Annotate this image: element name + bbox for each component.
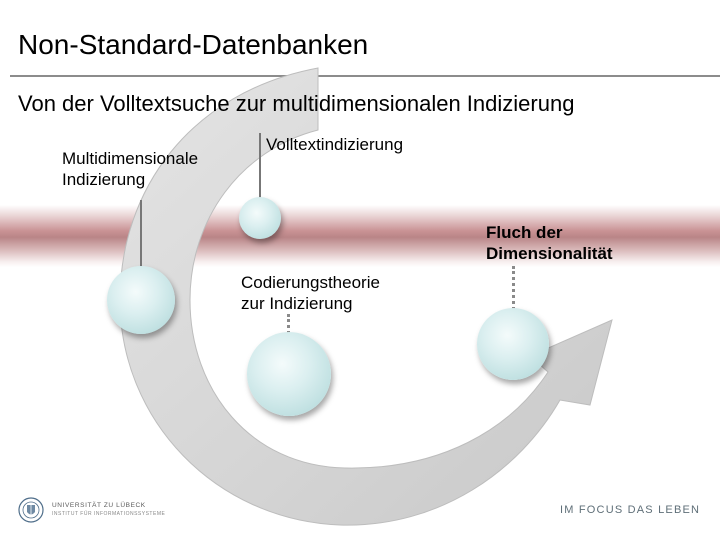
label-codierung-line2: zur Indizierung	[241, 294, 353, 313]
title-divider	[10, 75, 720, 77]
sphere-volltext	[239, 197, 281, 239]
label-fluch-der-dimensionalitaet: Fluch der Dimensionalität	[486, 222, 613, 264]
connector-codierung	[287, 314, 290, 334]
slide-subtitle: Von der Volltextsuche zur multidimension…	[18, 91, 575, 116]
university-logo: UNIVERSITÄT ZU LÜBECK INSTITUT FÜR INFOR…	[18, 496, 318, 526]
label-fluch-line1: Fluch der	[486, 223, 563, 242]
label-volltextindizierung: Volltextindizierung	[266, 135, 404, 154]
slide-title: Non-Standard-Datenbanken	[18, 29, 369, 60]
label-codierungstheorie: Codierungstheorie zur Indizierung	[241, 272, 380, 314]
footer-slogan: IM FOCUS DAS LEBEN	[560, 504, 701, 516]
sphere-multidim	[107, 266, 175, 334]
institute-name: INSTITUT FÜR INFORMATIONSSYSTEME	[52, 511, 166, 517]
label-codierung-line1: Codierungstheorie	[241, 273, 380, 292]
connector-multidim	[140, 200, 142, 270]
sphere-codierung	[247, 332, 331, 416]
horizontal-band	[0, 205, 720, 267]
connector-fluch	[512, 266, 515, 310]
label-multidim-line1: Multidimensionale	[62, 149, 199, 168]
university-crest-icon	[18, 497, 44, 523]
label-multidim-line2: Indizierung	[62, 170, 146, 189]
label-multidimensionale-indizierung: Multidimensionale Indizierung	[62, 148, 198, 190]
connector-volltext	[259, 133, 261, 201]
university-name: UNIVERSITÄT ZU LÜBECK	[52, 502, 146, 509]
sphere-fluch	[477, 308, 549, 380]
label-fluch-line2: Dimensionalität	[486, 244, 613, 263]
